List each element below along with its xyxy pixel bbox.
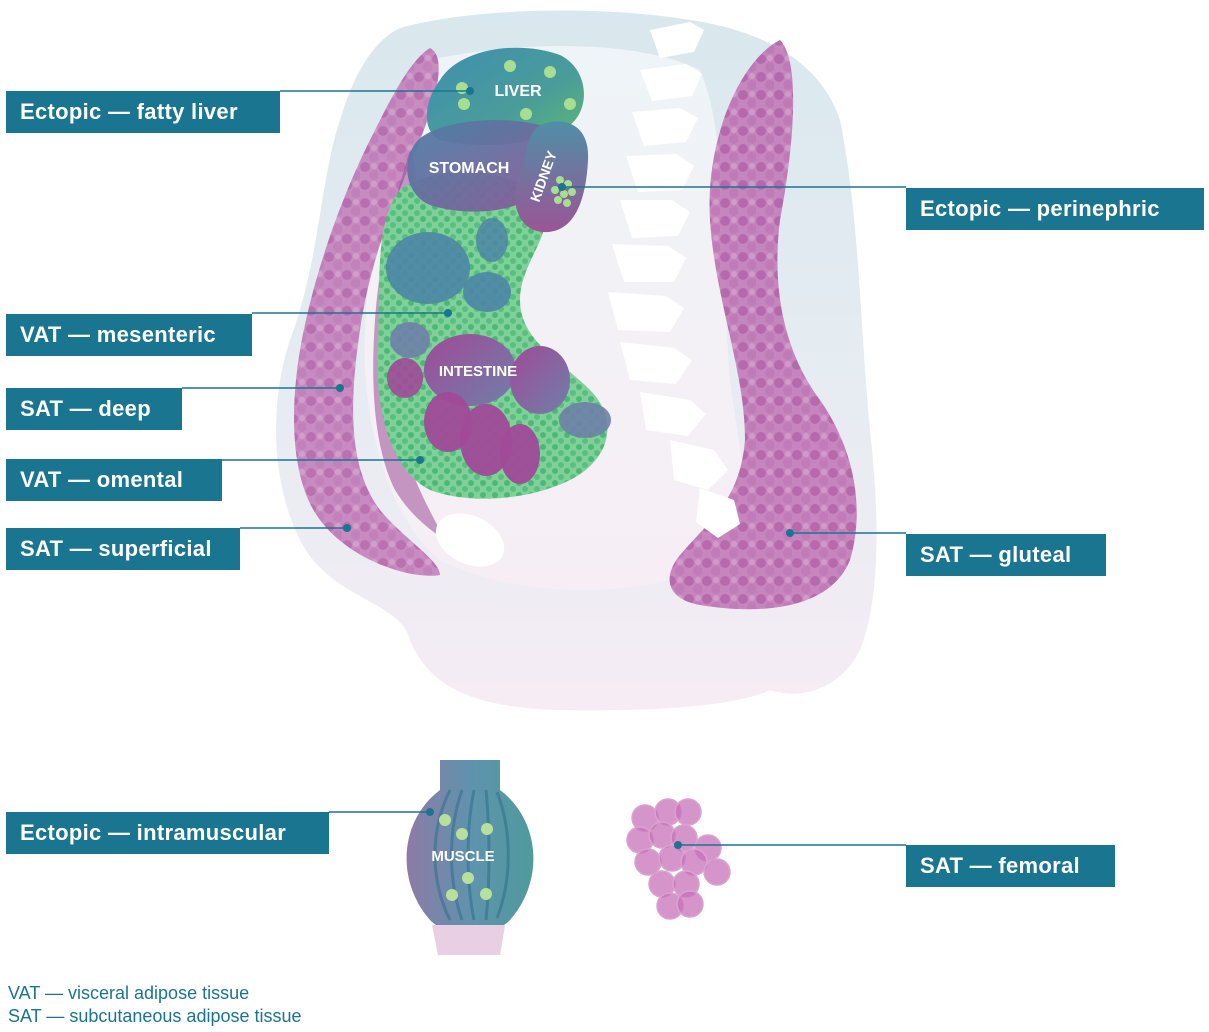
label-vat-mesenteric: VAT — mesenteric: [6, 314, 252, 356]
muscle-label: MUSCLE: [431, 848, 494, 865]
muscle-illustration: [406, 760, 534, 955]
label-ectopic-fatty-liver: Ectopic — fatty liver: [6, 91, 280, 133]
intestine-label: INTESTINE: [439, 363, 517, 380]
intestine-loops: [386, 218, 611, 484]
stomach-label: STOMACH: [429, 160, 510, 177]
spine: [608, 22, 740, 538]
label-sat-gluteal: SAT — gluteal: [906, 534, 1106, 576]
leader-dots: [336, 87, 794, 849]
liver-label: LIVER: [494, 83, 542, 100]
label-ectopic-intramuscular: Ectopic — intramuscular: [6, 812, 329, 854]
legend-sat: SAT — subcutaneous adipose tissue: [8, 1006, 302, 1026]
perinephric-fat-droplets: [551, 176, 576, 207]
sat-gluteal-region: [669, 40, 857, 610]
label-vat-omental: VAT — omental: [6, 459, 222, 501]
liver-fat-droplets: [456, 60, 576, 120]
pelvic-bone: [435, 513, 505, 567]
label-sat-deep: SAT — deep: [6, 388, 182, 430]
femoral-fat-cluster: [626, 798, 731, 920]
leader-lines: [182, 90, 906, 846]
legend-vat: VAT — visceral adipose tissue: [8, 983, 250, 1003]
label-sat-superficial: SAT — superficial: [6, 528, 240, 570]
label-ectopic-perinephric: Ectopic — perinephric: [906, 188, 1204, 230]
label-sat-femoral: SAT — femoral: [906, 845, 1115, 887]
